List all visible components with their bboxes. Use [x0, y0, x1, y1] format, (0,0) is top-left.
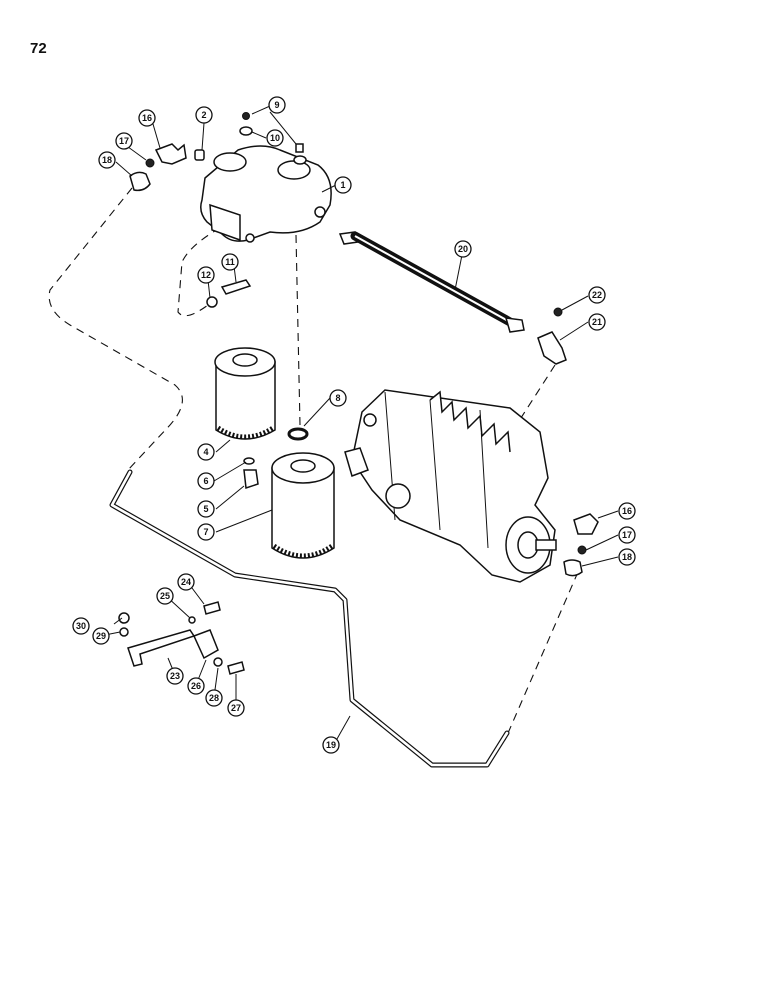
callout-19: 19	[322, 736, 340, 754]
callout-16-top: 16	[138, 109, 156, 127]
svg-text:11: 11	[225, 257, 235, 267]
svg-text:29: 29	[96, 631, 106, 641]
injection-pump	[344, 389, 557, 583]
callout-12: 12	[197, 266, 215, 284]
callout-20: 20	[454, 240, 472, 258]
svg-text:16: 16	[142, 113, 152, 123]
svg-text:1: 1	[340, 180, 345, 190]
filter-element-4	[214, 347, 276, 440]
svg-text:23: 23	[170, 671, 180, 681]
callout-30: 30	[72, 617, 90, 635]
svg-text:21: 21	[592, 317, 602, 327]
callout-4: 4	[197, 443, 215, 461]
callout-23: 23	[166, 667, 184, 685]
callout-1: 1	[334, 176, 352, 194]
callout-11: 11	[221, 253, 239, 271]
svg-text:4: 4	[203, 447, 208, 457]
svg-text:17: 17	[622, 530, 632, 540]
fitting-parts-top	[129, 112, 307, 308]
svg-text:22: 22	[592, 290, 602, 300]
svg-text:18: 18	[622, 552, 632, 562]
callout-5: 5	[197, 500, 215, 518]
callout-28: 28	[205, 689, 223, 707]
callout-29: 29	[92, 627, 110, 645]
filter-head	[200, 145, 332, 243]
callout-6: 6	[197, 472, 215, 490]
svg-text:18: 18	[102, 155, 112, 165]
svg-text:25: 25	[160, 591, 170, 601]
callout-24: 24	[177, 573, 195, 591]
svg-text:12: 12	[201, 270, 211, 280]
page-number: 72	[30, 40, 47, 57]
svg-text:5: 5	[203, 504, 208, 514]
fitting-parts-right	[563, 513, 599, 577]
svg-text:28: 28	[209, 693, 219, 703]
callout-16-right: 16	[618, 502, 636, 520]
callout-2: 2	[195, 106, 213, 124]
svg-text:17: 17	[119, 136, 129, 146]
callout-7: 7	[197, 523, 215, 541]
callout-18-right: 18	[618, 548, 636, 566]
callout-25: 25	[156, 587, 174, 605]
svg-text:10: 10	[270, 133, 280, 143]
svg-text:19: 19	[326, 740, 336, 750]
svg-text:27: 27	[231, 703, 241, 713]
svg-text:8: 8	[335, 393, 340, 403]
callout-17-right: 17	[618, 526, 636, 544]
fuel-line-19	[109, 469, 510, 768]
bracket-hardware	[118, 601, 245, 675]
svg-text:20: 20	[458, 244, 468, 254]
filter-element-7	[271, 452, 335, 559]
svg-text:7: 7	[203, 527, 208, 537]
callout-18-top: 18	[98, 151, 116, 169]
svg-text:16: 16	[622, 506, 632, 516]
svg-text:24: 24	[181, 577, 191, 587]
svg-text:26: 26	[191, 681, 201, 691]
svg-text:2: 2	[201, 110, 206, 120]
callout-21: 21	[588, 313, 606, 331]
fitting-21-22	[537, 307, 567, 365]
svg-text:6: 6	[203, 476, 208, 486]
callout-8: 8	[329, 389, 347, 407]
svg-text:9: 9	[274, 100, 279, 110]
svg-text:30: 30	[76, 621, 86, 631]
dashed-routing-lines	[48, 187, 579, 741]
callout-27: 27	[227, 699, 245, 717]
callout-10: 10	[266, 129, 284, 147]
callout-26: 26	[187, 677, 205, 695]
callout-17-top: 17	[115, 132, 133, 150]
callout-9: 9	[268, 96, 286, 114]
callout-22: 22	[588, 286, 606, 304]
seals-and-plugs	[243, 427, 309, 490]
hose-20	[338, 231, 525, 333]
